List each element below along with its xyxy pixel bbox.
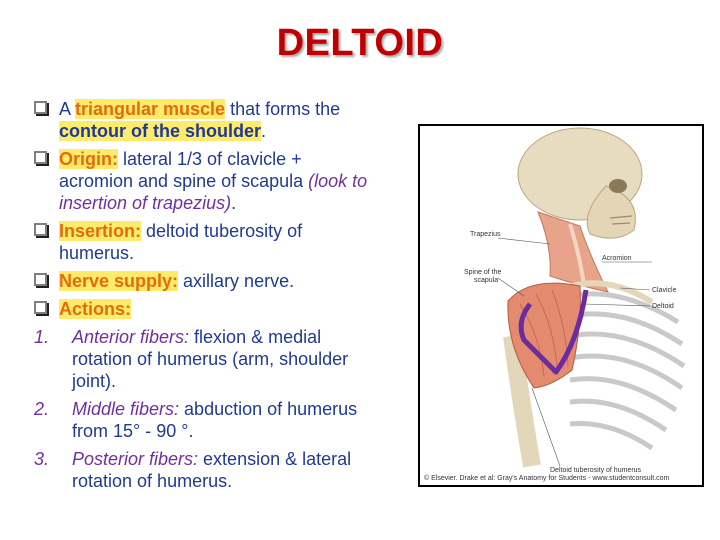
action-text: abduction of humerus from 15° - 90 °. bbox=[72, 399, 358, 441]
highlight-triangular: triangular muscle bbox=[75, 99, 226, 119]
checkbox-bullet-icon bbox=[34, 101, 47, 114]
checkbox-bullet-icon bbox=[34, 223, 47, 236]
action-fiber: Middle fibers: bbox=[72, 399, 180, 419]
action-fiber: Posterior fibers: bbox=[72, 449, 199, 469]
deltoid-outline-shape bbox=[518, 289, 589, 375]
checkbox-bullet-icon bbox=[34, 273, 47, 286]
bullet-shape: A triangular muscle that forms the conto… bbox=[34, 98, 379, 142]
bullet-text: . bbox=[231, 193, 237, 213]
action-number: 3. bbox=[34, 449, 50, 469]
action-text: extension & lateral rotation of humerus. bbox=[72, 449, 352, 491]
label-nerve-supply: Nerve supply: bbox=[59, 271, 179, 291]
label-lines bbox=[497, 237, 652, 467]
label-insertion: Insertion: bbox=[59, 221, 142, 241]
figure-credit: © Elsevier. Drake et al: Gray's Anatomy … bbox=[424, 475, 670, 482]
slide-title: DELTOID bbox=[276, 22, 444, 64]
clavicle-shape bbox=[571, 280, 654, 305]
bullet-list: A triangular muscle that forms the conto… bbox=[34, 98, 379, 498]
jaw-shape bbox=[586, 185, 636, 239]
action-item-middle: 2. Middle fibers: abduction of humerus f… bbox=[34, 398, 379, 442]
bullet-text: A bbox=[59, 99, 76, 119]
action-item-anterior: 1. Anterior fibers: flexion & medial rot… bbox=[34, 326, 379, 392]
label-clavicle: Clavicle bbox=[652, 287, 677, 294]
checkbox-bullet-icon bbox=[34, 151, 47, 164]
label-deltoid: Deltoid bbox=[652, 303, 674, 310]
bullet-nerve: Nerve supply: axillary nerve. bbox=[34, 270, 379, 292]
humerus-shape bbox=[503, 334, 541, 468]
bullet-insertion: Insertion: deltoid tuberosity of humerus… bbox=[34, 220, 379, 264]
bullet-text: that forms the bbox=[225, 99, 341, 119]
bullet-text: deltoid tuberosity of humerus. bbox=[59, 221, 303, 263]
bullet-text: lateral 1/3 of clavicle + acromion and s… bbox=[59, 149, 309, 191]
label-spine: Spine of the bbox=[464, 269, 501, 276]
bullet-text: . bbox=[261, 121, 267, 141]
bullet-text: axillary nerve. bbox=[178, 271, 295, 291]
bullet-origin: Origin: lateral 1/3 of clavicle + acromi… bbox=[34, 148, 379, 214]
eye-socket-shape bbox=[609, 179, 627, 193]
action-item-posterior: 3. Posterior fibers: extension & lateral… bbox=[34, 448, 379, 492]
teeth-shape bbox=[609, 215, 633, 225]
bullet-actions: Actions: bbox=[34, 298, 379, 320]
checkbox-bullet-icon bbox=[34, 301, 47, 314]
label-tuberosity: Deltoid tuberosity of humerus bbox=[550, 467, 642, 474]
action-text: flexion & medial rotation of humerus (ar… bbox=[72, 327, 349, 391]
anatomy-figure: Trapezius Acromion Spine of the scapula … bbox=[418, 124, 704, 487]
action-fiber: Anterior fibers: bbox=[72, 327, 190, 347]
label-trapezius: Trapezius bbox=[470, 231, 501, 238]
label-origin: Origin: bbox=[59, 149, 118, 169]
label-spine-2: scapula bbox=[474, 277, 498, 284]
action-number: 2. bbox=[34, 399, 50, 419]
label-actions: Actions: bbox=[59, 299, 131, 319]
highlight-contour: contour of the shoulder bbox=[59, 121, 261, 141]
deltoid-illustration: Trapezius Acromion Spine of the scapula … bbox=[464, 127, 686, 474]
action-number: 1. bbox=[34, 327, 50, 347]
origin-note: (look to insertion of trapezius) bbox=[59, 171, 368, 213]
ribcage-shape bbox=[569, 291, 686, 451]
label-acromion: Acromion bbox=[602, 255, 632, 262]
